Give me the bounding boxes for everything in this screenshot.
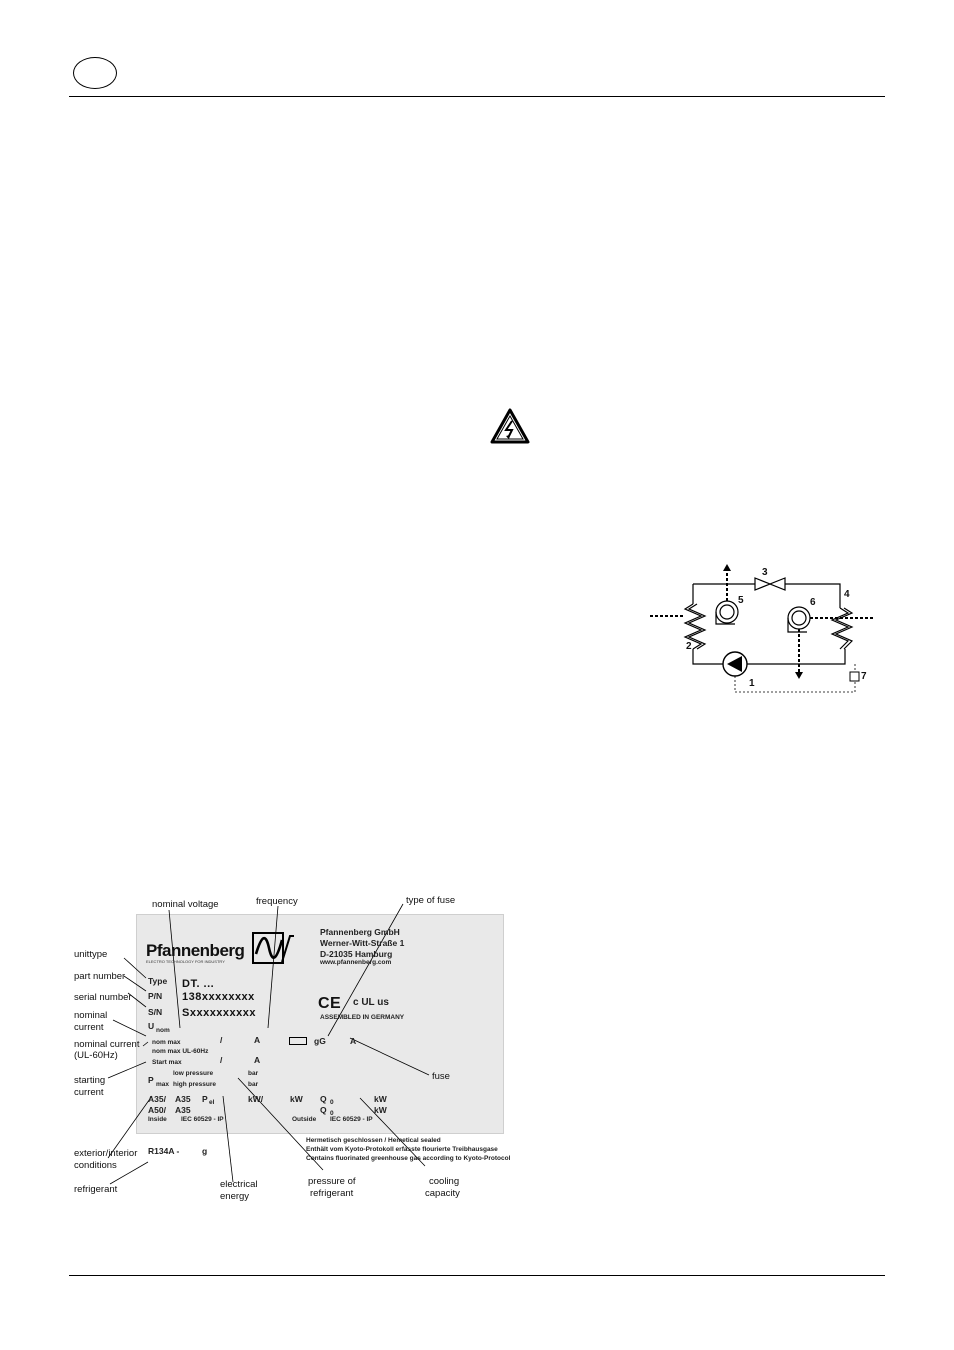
callout-electrical-energy-2: energy [220, 1191, 250, 1202]
plate-q-2: Q [320, 1105, 327, 1115]
callout-nominal-current-2: current [74, 1022, 104, 1033]
plate-high-pressure: high pressure [173, 1081, 216, 1088]
plate-slash-2: / [220, 1055, 223, 1065]
diagram-label-6: 6 [810, 597, 816, 608]
plate-kw-2: kW [374, 1094, 387, 1104]
callout-serial-number: serial number [74, 992, 132, 1003]
callout-exterior-1: exterior/interior [74, 1148, 138, 1159]
plate-a-fuse: A [350, 1036, 357, 1046]
callout-nominal-voltage: nominal voltage [152, 899, 219, 910]
plate-a-1: A [254, 1035, 261, 1045]
callout-type-of-fuse: type of fuse [406, 895, 456, 906]
callout-frequency: frequency [256, 896, 298, 907]
plate-kyoto-de: Enthält vom Kyoto-Protokoll erfasste flo… [306, 1146, 498, 1153]
callout-unittype: unittype [74, 949, 108, 960]
callout-electrical-energy-1: electrical [220, 1179, 258, 1190]
plate-g: g [202, 1146, 208, 1156]
plate-pmax-sub: max [156, 1081, 170, 1088]
plate-unom-sub: nom [156, 1027, 170, 1034]
plate-company-name: Pfannenberg GmbH [320, 927, 400, 937]
plate-outside: Outside [292, 1116, 317, 1123]
plate-kyoto-en: Contains fluorinated greenhouse gas acco… [306, 1155, 511, 1162]
plate-iec-inside: IEC 60529 - IP [181, 1116, 224, 1123]
callout-fuse: fuse [432, 1071, 450, 1082]
diagram-label-4: 4 [844, 589, 850, 600]
plate-kw-slash: kW/ [248, 1094, 264, 1104]
plate-pel-sub: el [209, 1099, 215, 1106]
plate-a50: A50/ [148, 1105, 166, 1115]
plate-brand-sub: ELECTRO TECHNOLOGY FOR INDUSTRY [146, 959, 225, 964]
plate-inom-ul: nom max UL-60Hz [152, 1048, 209, 1055]
plate-istart: Start max [152, 1059, 182, 1066]
callout-nominal-current-1: nominal [74, 1010, 108, 1021]
plate-sn-label: S/N [148, 1007, 163, 1017]
plate-q-1: Q [320, 1094, 327, 1104]
diagram-label-2: 2 [686, 641, 692, 652]
plate-sealed: Hermetisch geschlossen / Hemetical seale… [306, 1137, 441, 1144]
callout-pressure-2: refrigerant [310, 1188, 354, 1199]
diagram-label-3: 3 [762, 567, 768, 578]
callout-nominal-current-ul-1: nominal current [74, 1039, 140, 1050]
ce-mark: CE [318, 995, 342, 1012]
electric-shock-warning-icon [490, 408, 530, 449]
plate-sn-value: Sxxxxxxxxxx [182, 1007, 257, 1019]
plate-slash-1: / [220, 1035, 223, 1045]
brand-logo-icon [252, 932, 296, 971]
callout-part-number: part number [74, 971, 126, 982]
plate-pel: P [202, 1094, 208, 1104]
callout-pressure-1: pressure of [308, 1176, 356, 1187]
callout-cooling-2: capacity [425, 1188, 460, 1199]
callout-nominal-current-ul-2: (UL-60Hz) [74, 1050, 118, 1061]
diagram-label-7: 7 [861, 671, 867, 682]
diagram-label-5: 5 [738, 595, 744, 606]
rating-plate-figure: nominal voltage frequency type of fuse u… [68, 888, 510, 1210]
fuse-icon [289, 1037, 307, 1045]
plate-type-label: Type [148, 976, 168, 986]
diagram-label-1: 1 [749, 678, 755, 689]
plate-type-value: DT. ... [182, 978, 215, 990]
plate-kw-1: kW [290, 1094, 303, 1104]
plate-company-street: Werner-Witt-Straße 1 [320, 938, 405, 948]
plate-company-city: D-21035 Hamburg [320, 949, 393, 959]
plate-bar-high: bar [248, 1081, 259, 1088]
plate-pmax: P [148, 1075, 154, 1085]
plate-pn-label: P/N [148, 991, 163, 1001]
plate-assembled: ASSEMBLED IN GERMANY [320, 1014, 405, 1021]
plate-r134a: R134A - [148, 1146, 180, 1156]
header-rule [69, 96, 885, 97]
plate-a35-3: A35 [175, 1105, 191, 1115]
plate-iec-outside: IEC 60529 - IP [330, 1116, 373, 1123]
plate-bar-low: bar [248, 1070, 259, 1077]
language-badge [73, 57, 117, 89]
ul-mark: c UL us [353, 997, 389, 1008]
plate-q-sub-2: 0 [330, 1110, 334, 1117]
plate-inom-max: nom max [152, 1039, 181, 1046]
plate-fuse-gg: gG [314, 1036, 326, 1046]
rating-plate [136, 914, 504, 1134]
plate-unom: U [148, 1021, 155, 1031]
footer-rule [69, 1275, 885, 1276]
callout-exterior-2: conditions [74, 1160, 117, 1171]
plate-q-sub-1: 0 [330, 1099, 334, 1106]
callout-cooling-1: cooling [429, 1176, 460, 1187]
plate-company-web: www.pfannenberg.com [320, 959, 392, 966]
callout-leader-lines [107, 903, 430, 1185]
plate-a35-1: A35/ [148, 1094, 166, 1104]
plate-pn-value: 138xxxxxxxx [182, 991, 255, 1003]
plate-a35-2: A35 [175, 1094, 191, 1104]
plate-inside: Inside [148, 1116, 167, 1123]
plate-kw-3: kW [374, 1105, 387, 1115]
plate-low-pressure: low pressure [173, 1070, 214, 1077]
plate-a-2: A [254, 1055, 261, 1065]
refrigerant-circuit-diagram: 1 2 3 4 5 6 7 [645, 564, 875, 729]
plate-brand: Pfannenberg [146, 941, 245, 960]
callout-refrigerant: refrigerant [74, 1184, 118, 1195]
callout-starting-current-1: starting [74, 1075, 106, 1086]
callout-starting-current-2: current [74, 1087, 104, 1098]
